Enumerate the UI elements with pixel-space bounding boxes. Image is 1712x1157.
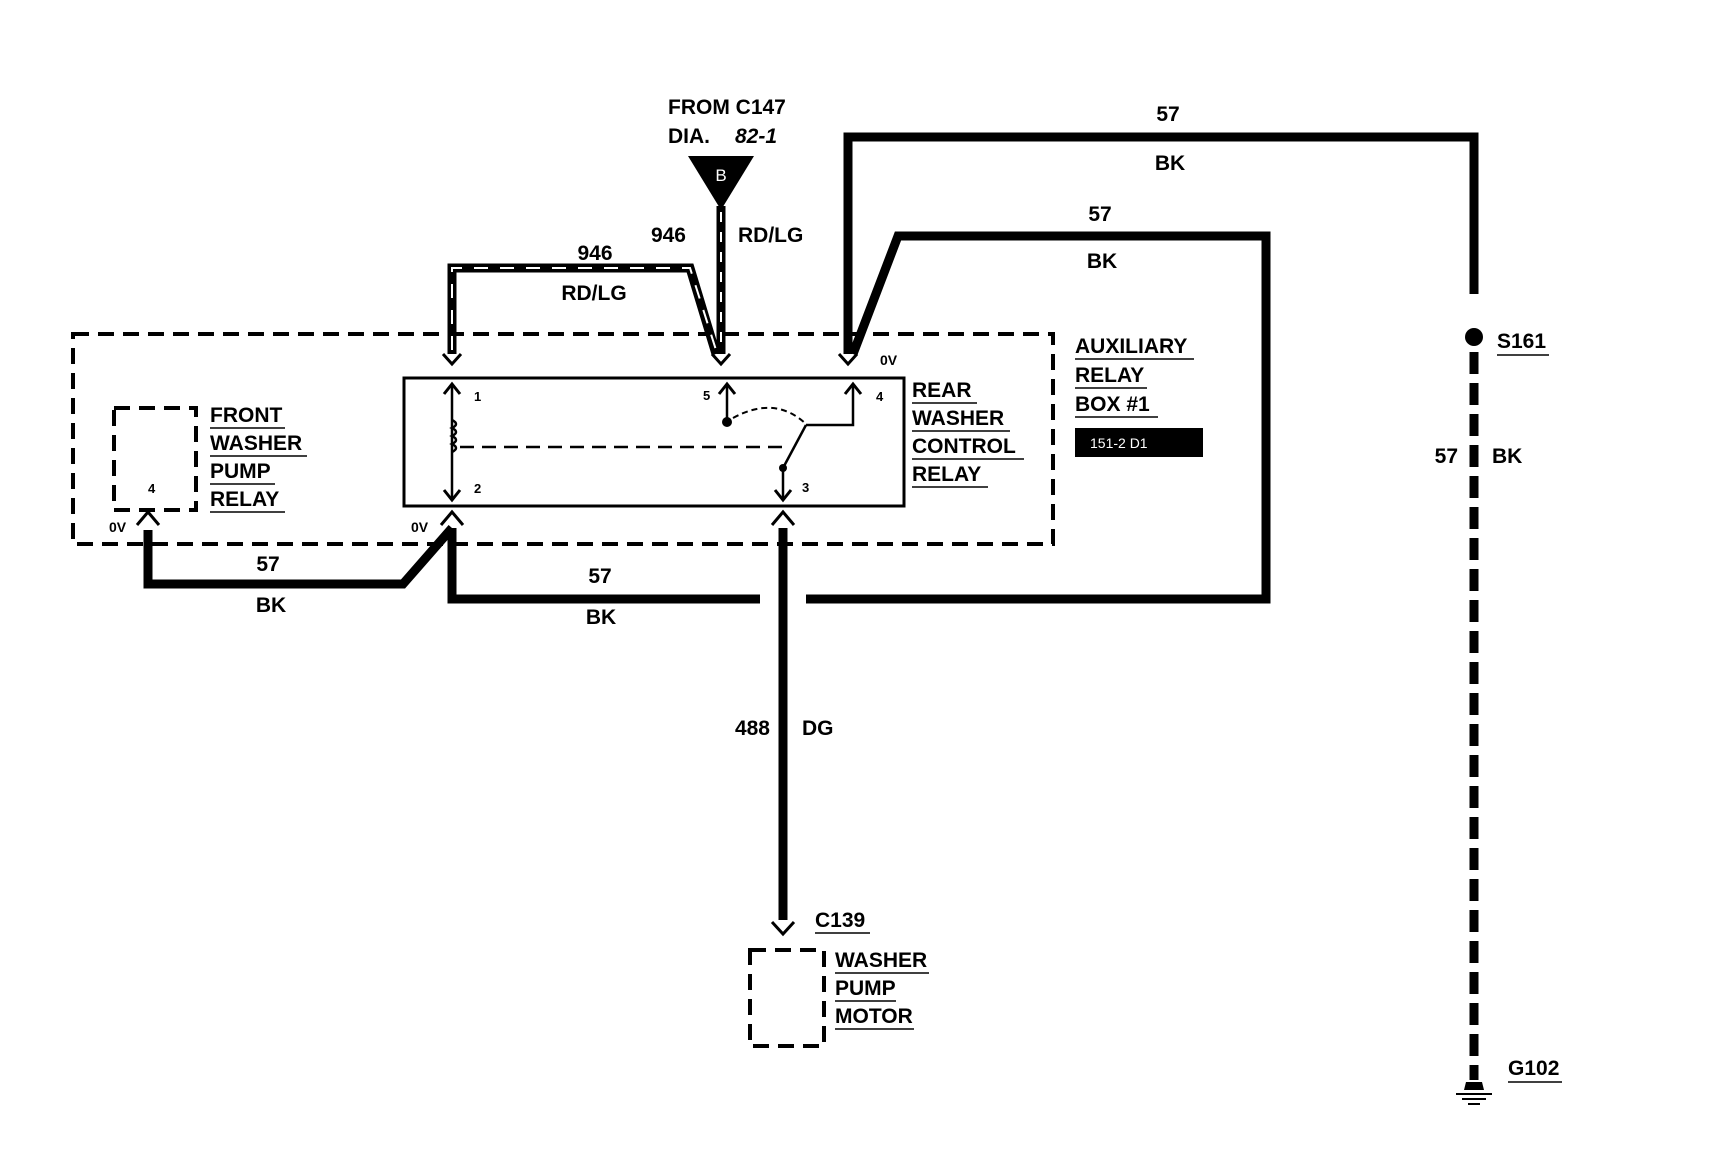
- rear-relay-pin1-arrow: [442, 381, 462, 395]
- voltage-mid-bottom: 0V: [411, 519, 429, 535]
- wire-57-outer-top-circuit: 57: [1156, 103, 1179, 126]
- motor-label-2: PUMP: [835, 977, 896, 1000]
- splice-s161-label: S161: [1497, 330, 1546, 353]
- aux-box-ref-badge: [1075, 428, 1203, 457]
- rear-relay-pin2-arrow: [442, 489, 462, 503]
- wire-57-outer-top: [843, 132, 1479, 354]
- ground-g102-icon: [1464, 1082, 1484, 1090]
- rear-relay-pin5-arrow: [717, 381, 737, 395]
- terminal-946-center-icon: [710, 352, 732, 367]
- wire-488-circuit: 488: [735, 717, 770, 740]
- rear-relay-label-4: RELAY: [912, 463, 981, 486]
- source-line1: FROM C147: [668, 96, 786, 119]
- wire-57-ground-circuit: 57: [1435, 445, 1458, 468]
- wire-946-top: [447, 263, 721, 356]
- rear-relay-pin4-wire: [806, 386, 855, 427]
- rear-relay-label-3: CONTROL: [912, 435, 1016, 458]
- rear-relay-pin4-arrow: [843, 381, 863, 395]
- rear-relay-coil-icon: [449, 418, 458, 454]
- rear-relay-switch-travel: [732, 406, 807, 425]
- wire-57-inner-top-color: BK: [1087, 250, 1117, 273]
- terminal-57-right-icon: [837, 352, 859, 367]
- motor-connector-label: C139: [815, 909, 865, 932]
- rear-relay-pin4-label: 4: [876, 389, 884, 404]
- front-relay-pin-terminal-icon: [135, 509, 161, 526]
- aux-box-label-1: AUXILIARY: [1075, 335, 1187, 358]
- aux-box-label-3: BOX #1: [1075, 393, 1150, 416]
- rear-relay-switch-arm: [781, 424, 808, 469]
- source-diagram-ref: 82-1: [735, 125, 777, 148]
- terminal-rear-relay-pin2-icon: [439, 509, 465, 526]
- front-relay-outline: [112, 406, 198, 512]
- front-relay-label-1: FRONT: [210, 404, 282, 427]
- aux-box-ref-badge-text: 151-2 D1: [1090, 435, 1148, 451]
- rear-relay-label-1: REAR: [912, 379, 972, 402]
- rear-relay-outline: [402, 376, 906, 508]
- motor-connector-icon: [770, 920, 796, 937]
- wire-57-inner-top: [806, 231, 1271, 604]
- wire-946-top-stripe: [451, 267, 717, 351]
- front-relay-label-3: PUMP: [210, 460, 271, 483]
- motor-outline: [748, 948, 826, 1048]
- wire-57-ground-color: BK: [1492, 445, 1522, 468]
- front-relay-label-4: RELAY: [210, 488, 279, 511]
- voltage-right-top: 0V: [880, 352, 898, 368]
- source-connector-icon: [688, 156, 754, 210]
- wire-57-mid-bottom-color: BK: [586, 606, 616, 629]
- wire-57-left-bottom-color: BK: [256, 594, 286, 617]
- front-relay-pin-label: 4: [148, 481, 156, 496]
- rear-relay-pin1-label: 1: [474, 389, 481, 404]
- front-relay-voltage: 0V: [109, 519, 127, 535]
- wire-946-vertical-circuit: 946: [651, 224, 686, 247]
- rear-relay-pin3-label: 3: [802, 480, 809, 495]
- rear-relay-label-2: WASHER: [912, 407, 1004, 430]
- rear-relay-pin2-label: 2: [474, 481, 481, 496]
- wire-946-top-color: RD/LG: [561, 282, 626, 305]
- wire-488-color: DG: [802, 717, 834, 740]
- wire-57-mid-bottom: [447, 528, 760, 604]
- wire-57-left-bottom: [143, 525, 456, 589]
- wire-946-top-circuit: 946: [577, 242, 612, 265]
- wire-57-mid-bottom-circuit: 57: [588, 565, 611, 588]
- wire-57-outer-top-color: BK: [1155, 152, 1185, 175]
- front-relay-label-2: WASHER: [210, 432, 302, 455]
- wire-57-left-bottom-circuit: 57: [256, 553, 279, 576]
- rear-relay-pin3-arrow: [773, 489, 793, 503]
- wire-946-vertical-color: RD/LG: [738, 224, 803, 247]
- motor-label-3: MOTOR: [835, 1005, 913, 1028]
- ground-g102-label: G102: [1508, 1057, 1559, 1080]
- splice-s161-icon: [1465, 328, 1483, 346]
- rear-relay-nc-contact: [722, 417, 732, 427]
- terminal-946-left-icon: [441, 352, 463, 367]
- source-connector-letter: B: [715, 166, 726, 185]
- aux-box-label-2: RELAY: [1075, 364, 1144, 387]
- aux-relay-box-outline: [71, 332, 1055, 546]
- source-line2-prefix: DIA.: [668, 125, 710, 148]
- rear-relay-pin5-label: 5: [703, 388, 710, 403]
- terminal-rear-relay-pin3-icon: [770, 509, 796, 526]
- wire-57-inner-top-circuit: 57: [1088, 203, 1111, 226]
- motor-label-1: WASHER: [835, 949, 927, 972]
